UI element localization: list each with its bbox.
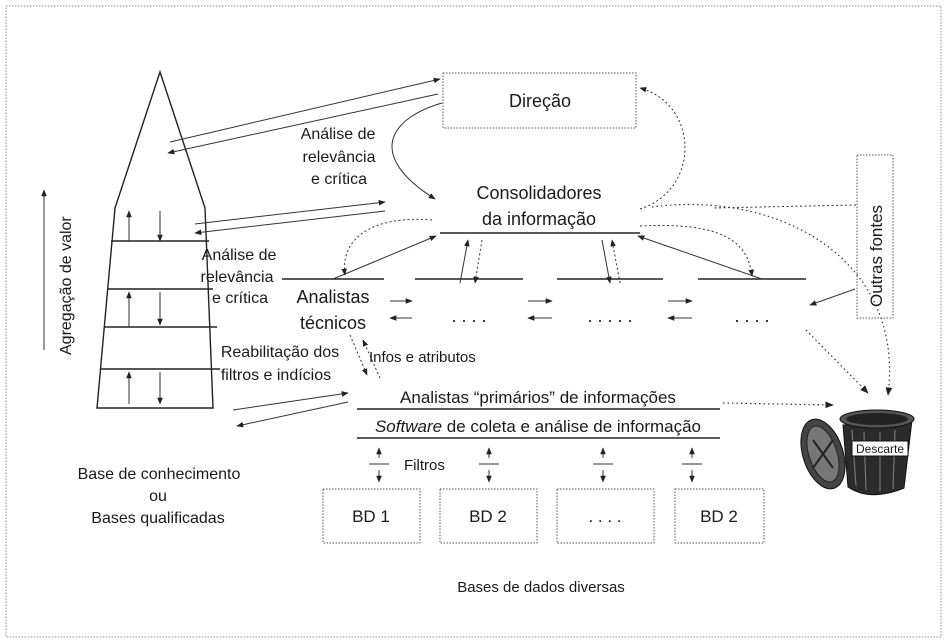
direcao-box: Direção	[442, 72, 637, 129]
svg-text:técnicos: técnicos	[300, 313, 366, 333]
filter-arrows	[369, 447, 702, 483]
analise-1b-label: relevância	[303, 149, 376, 166]
base-1-label: Base de conhecimento	[78, 466, 241, 483]
analise-2a-label: Análise de	[202, 247, 277, 264]
bd2b-box: BD 2	[674, 488, 765, 544]
bd-dots-box: . . . .	[556, 488, 655, 544]
analistas-primarios-box: Analistas “primários” de informações Sof…	[357, 388, 720, 439]
agregacao-label: Agregação de valor	[58, 216, 75, 355]
svg-text:Consolidadores: Consolidadores	[476, 183, 601, 203]
svg-text:Outras fontes: Outras fontes	[867, 205, 886, 307]
svg-text:BD 2: BD 2	[469, 507, 507, 526]
trash-icon: Descarte	[800, 409, 915, 496]
consolidadores-links	[332, 218, 763, 284]
base-2-label: ou	[149, 488, 167, 505]
base-3-label: Bases qualificadas	[91, 510, 224, 527]
analistas-box-3: . . . . .	[557, 278, 663, 326]
knowledge-pyramid	[96, 69, 220, 409]
svg-text:. . . . .: . . . . .	[587, 306, 632, 326]
infos-label: Infos e atributos	[369, 349, 476, 366]
pyramid-links	[167, 77, 441, 428]
analise-2b-label: relevância	[201, 269, 274, 286]
svg-text:BD 1: BD 1	[352, 507, 390, 526]
svg-text:. . . .: . . . .	[451, 306, 486, 326]
descarte-label: Descarte	[856, 442, 904, 456]
svg-text:. . . .: . . . .	[588, 507, 621, 526]
svg-text:Direção: Direção	[509, 91, 571, 111]
analistas-box-4: . . . .	[698, 278, 806, 326]
consolidadores-box: Consolidadores da informação	[440, 183, 640, 234]
filtros-label: Filtros	[404, 457, 445, 474]
analistas-box-2: . . . .	[415, 278, 523, 326]
svg-text:da informação: da informação	[482, 209, 596, 229]
bases-dados-label: Bases de dados diversas	[457, 579, 625, 596]
analistas-tecnicos-box: Analistas técnicos	[282, 278, 384, 333]
svg-text:BD 2: BD 2	[700, 507, 738, 526]
outras-fontes-box: Outras fontes	[856, 154, 894, 319]
svg-text:. . . .: . . . .	[734, 306, 769, 326]
analise-2c-label: e crítica	[212, 290, 268, 307]
bd2-box: BD 2	[439, 488, 538, 544]
svg-text:Software de coleta e análise d: Software de coleta e análise de informaç…	[375, 417, 701, 436]
analise-1-label: Análise de	[301, 126, 376, 143]
bd1-box: BD 1	[322, 488, 421, 544]
analise-1c-label: e crítica	[311, 171, 367, 188]
svg-text:Analistas “primários” de infor: Analistas “primários” de informações	[400, 388, 676, 407]
reabilitacao-1-label: Reabilitação dos	[221, 344, 339, 361]
svg-text:Analistas: Analistas	[296, 287, 369, 307]
reabilitacao-2-label: filtros e indícios	[221, 367, 331, 384]
